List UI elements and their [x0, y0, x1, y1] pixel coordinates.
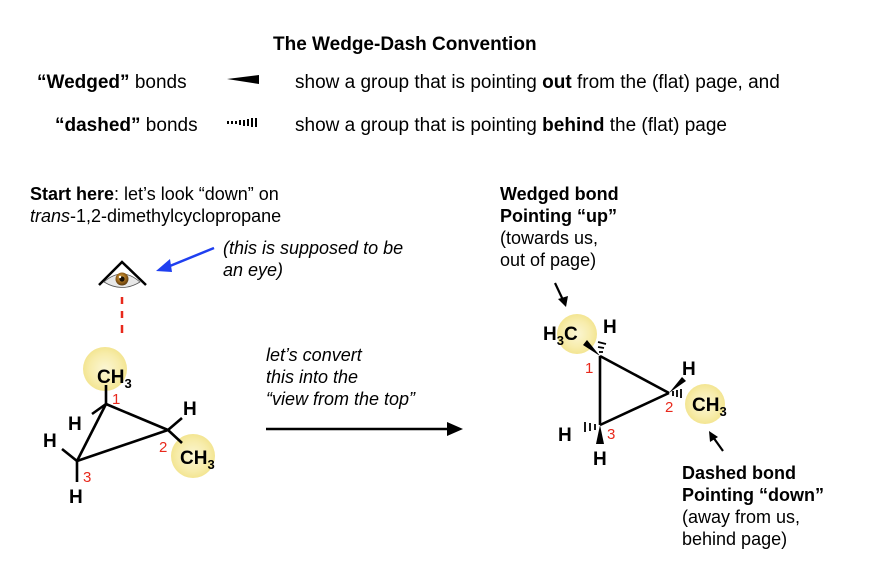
left-molecule: CH3 H H CH3 H H 1 2 3 [43, 347, 215, 508]
blue-arrow-icon [156, 246, 215, 272]
locant-2: 2 [159, 439, 167, 456]
wedged-desc-after: from the (flat) page, and [571, 72, 780, 93]
dashed-note-line1: Dashed bond [682, 463, 797, 483]
c2-methyl-label: CH3 [180, 448, 215, 472]
highlight-c1-methyl [83, 347, 127, 391]
wedge-note-arrow-icon [554, 282, 568, 307]
convert-line3: “view from the top” [266, 389, 416, 409]
wedged-term: “Wedged” bonds [37, 72, 187, 94]
dashed-term-label: “dashed” [55, 115, 141, 136]
intro-bold: Start here [30, 184, 115, 204]
molecule-name-rest: -1,2-dimethylcyclopropane [70, 206, 282, 226]
c3-h-bottom-label-right: H [593, 449, 607, 470]
wedged-note-line4: out of page) [500, 250, 597, 270]
wedged-term-suffix: bonds [129, 72, 187, 93]
locant-1-right: 1 [585, 360, 593, 377]
c1-wedge-bond [583, 340, 600, 356]
eye-note-line1: (this is supposed to be [223, 238, 404, 258]
c2-h-label: H [183, 399, 197, 420]
dashed-desc-bold: behind [542, 115, 605, 136]
wedged-description: show a group that is pointing out from t… [295, 72, 780, 94]
wedged-term-label: “Wedged” [37, 72, 130, 93]
c3-dash-bond [584, 422, 596, 432]
c3-h-bottom-label: H [69, 487, 83, 508]
molecule-name: trans-1,2-dimethylcyclopropane [30, 205, 281, 227]
dashed-term-suffix: bonds [140, 115, 198, 136]
locant-3: 3 [83, 469, 91, 486]
c1-h-label: H [68, 414, 82, 435]
c2-methyl-label-right: CH3 [692, 395, 727, 419]
convert-line2: this into the [266, 367, 359, 387]
c3-wedge-bond [596, 425, 604, 444]
right-arrow-icon [266, 422, 463, 436]
dashed-note-line2: Pointing “down” [682, 485, 824, 505]
dashed-description: show a group that is pointing behind the… [295, 115, 727, 137]
wedged-note-line3: (towards us, [500, 228, 599, 248]
wedged-note-line2: Pointing “up” [500, 206, 617, 226]
wedge-bond-icon [227, 75, 259, 84]
c1-dash-bond [597, 341, 607, 353]
dashed-desc-before: show a group that is pointing [295, 115, 543, 136]
intro-rest: : let’s look “down” on [114, 184, 279, 204]
locant-1: 1 [112, 391, 120, 408]
dash-bond-icon [227, 118, 257, 127]
molecule-name-italic: trans [30, 206, 71, 226]
c2-h-label-right: H [682, 359, 696, 380]
c1-methyl-label: CH3 [97, 367, 132, 391]
wedged-desc-bold: out [542, 72, 572, 93]
eye-icon [98, 260, 147, 288]
dashed-note-line3: (away from us, [682, 507, 801, 527]
wedged-note-line1: Wedged bond [500, 184, 619, 204]
dashed-desc-after: the (flat) page [604, 115, 727, 136]
page-title: The Wedge-Dash Convention [273, 34, 537, 55]
locant-3-right: 3 [607, 426, 615, 443]
intro-line: Start here: let’s look “down” on [30, 183, 279, 205]
c3-h-left-label: H [43, 431, 57, 452]
convert-line1: let’s convert [266, 345, 362, 365]
dashed-term: “dashed” bonds [55, 115, 198, 137]
wedged-desc-before: show a group that is pointing [295, 72, 543, 93]
highlight-c2-methyl [171, 434, 215, 478]
c3-h-left-label-right: H [558, 425, 572, 446]
c2-wedge-bond [669, 377, 686, 393]
c1-h-label-right: H [603, 317, 617, 338]
eye-note-line2: an eye) [223, 260, 284, 280]
c2-dash-bond [672, 389, 682, 398]
dash-note-arrow-icon [709, 431, 724, 452]
right-molecule: H3C H H CH3 H H 1 2 3 [543, 314, 727, 470]
highlight-c2-methyl-right [685, 384, 725, 424]
locant-2-right: 2 [665, 399, 673, 416]
c1-methyl-label-right: H3C [543, 324, 578, 348]
dashed-note-line4: behind page) [682, 529, 788, 549]
